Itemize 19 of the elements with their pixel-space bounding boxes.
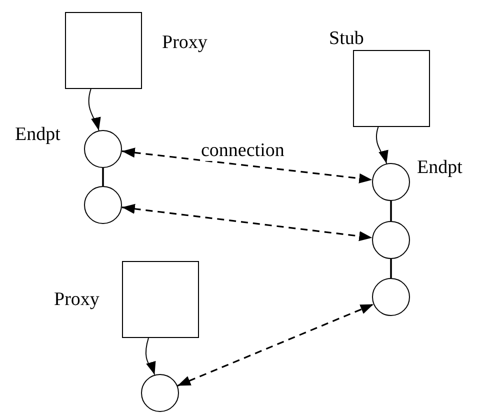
arrow xyxy=(376,126,388,164)
edge-label: connection xyxy=(200,141,286,161)
arrow xyxy=(145,338,156,376)
node-label: Stub xyxy=(329,29,364,49)
endpoint-circle xyxy=(141,374,179,412)
arrow xyxy=(177,304,374,386)
endpoint-circle xyxy=(372,278,410,316)
node-label: Proxy xyxy=(162,33,208,53)
arrow xyxy=(122,148,372,184)
endpoint-circle xyxy=(372,221,410,259)
node-label: Endpt xyxy=(417,158,462,178)
endpoint-circle xyxy=(84,186,122,224)
arrow xyxy=(88,88,100,131)
node-label: Endpt xyxy=(15,125,60,145)
connector-line xyxy=(390,259,392,278)
connector-line xyxy=(390,201,392,221)
node-label: Proxy xyxy=(54,290,100,310)
arrow xyxy=(122,204,372,242)
connector-line xyxy=(102,168,104,186)
